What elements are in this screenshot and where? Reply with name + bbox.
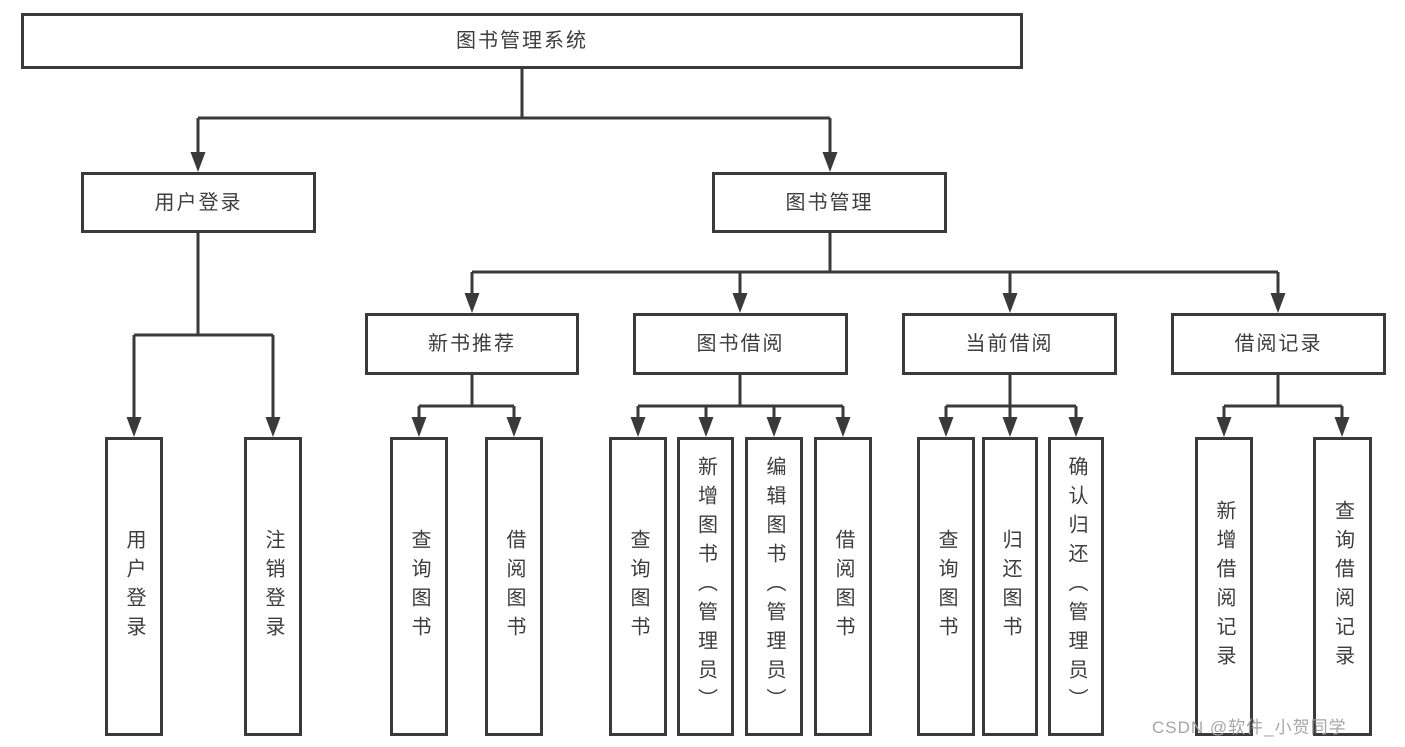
- node-label-add-book: 新增图书（管理员）: [694, 456, 717, 717]
- node-current-borrow: 当前借阅: [902, 313, 1117, 375]
- node-return-book: 归还图书: [982, 437, 1038, 736]
- node-user-login: 用户登录: [81, 172, 316, 233]
- watermark: CSDN @软件_小贺同学: [1152, 718, 1347, 737]
- node-label-return-book: 归还图书: [999, 528, 1021, 645]
- node-query-borrow-record: 查询借阅记录: [1313, 437, 1372, 736]
- node-label-confirm-return: 确认归还（管理员）: [1065, 456, 1087, 717]
- node-label-borrow-record: 借阅记录: [1234, 333, 1323, 355]
- node-book-borrow: 图书借阅: [633, 313, 848, 375]
- node-label-current-borrow: 当前借阅: [965, 333, 1054, 355]
- node-root: 图书管理系统: [21, 13, 1023, 69]
- node-borrow-record: 借阅记录: [1171, 313, 1386, 375]
- node-label-borrow-book-rec: 借阅图书: [503, 528, 525, 645]
- node-label-edit-book: 编辑图书（管理员）: [763, 456, 785, 717]
- node-label-borrow-book: 借阅图书: [832, 528, 854, 645]
- node-borrow-book: 借阅图书: [814, 437, 872, 736]
- node-label-book-mgmt: 图书管理: [785, 191, 874, 214]
- node-new-book-rec: 新书推荐: [365, 313, 579, 375]
- node-logout-leaf: 注销登录: [244, 437, 302, 736]
- node-user-login-leaf: 用户登录: [105, 437, 163, 736]
- node-label-query-book-current: 查询图书: [935, 528, 957, 645]
- node-edit-book: 编辑图书（管理员）: [745, 437, 803, 736]
- node-add-borrow-record: 新增借阅记录: [1195, 437, 1253, 736]
- node-query-book-current: 查询图书: [917, 437, 975, 736]
- node-label-user-login-leaf: 用户登录: [123, 528, 145, 645]
- node-borrow-book-rec: 借阅图书: [485, 437, 543, 736]
- node-label-logout-leaf: 注销登录: [262, 528, 284, 645]
- node-query-book-borrow: 查询图书: [609, 437, 667, 736]
- node-label-add-borrow-record: 新增借阅记录: [1213, 499, 1235, 674]
- node-label-book-borrow: 图书借阅: [696, 333, 785, 355]
- node-label-query-book-rec: 查询图书: [408, 528, 430, 645]
- node-label-new-book-rec: 新书推荐: [428, 333, 516, 355]
- node-label-query-borrow-record: 查询借阅记录: [1331, 499, 1354, 674]
- node-label-query-book-borrow: 查询图书: [627, 528, 649, 645]
- node-label-user-login: 用户登录: [154, 191, 243, 214]
- node-book-mgmt: 图书管理: [712, 172, 947, 233]
- node-add-book: 新增图书（管理员）: [677, 437, 734, 736]
- node-label-root: 图书管理系统: [456, 30, 588, 52]
- node-query-book-rec: 查询图书: [390, 437, 448, 736]
- node-confirm-return: 确认归还（管理员）: [1048, 437, 1104, 736]
